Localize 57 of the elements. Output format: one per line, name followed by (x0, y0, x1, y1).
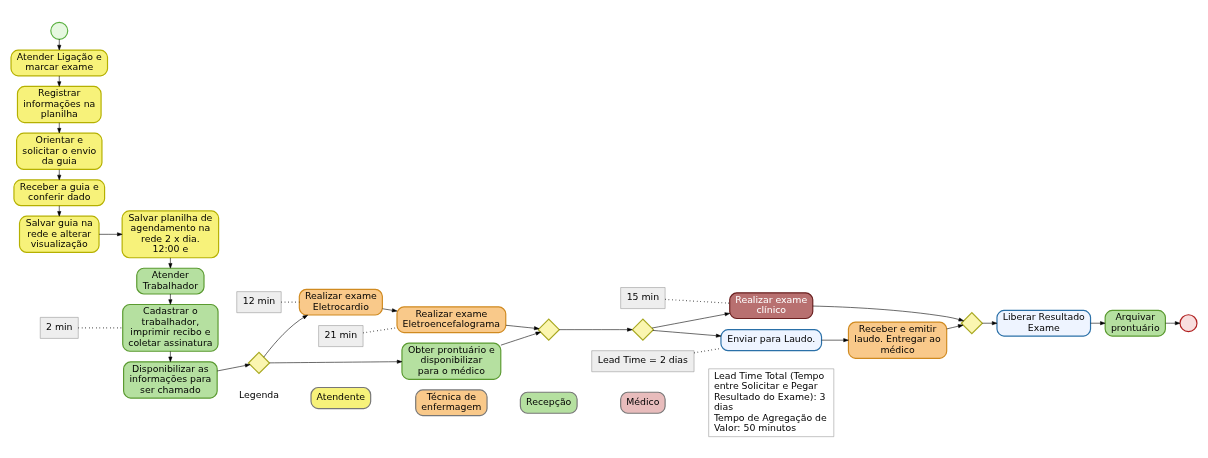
node-diamond (631, 317, 655, 341)
node-box: Salvar planilha de agendamento na rede 2 x dia. 12:00 e (121, 209, 220, 258)
arrow (98, 231, 123, 236)
node-box: Cadastrar o trabalhador, imprimir recibo e coletar assinatura (122, 303, 219, 352)
arrow (57, 75, 62, 87)
label: Tempo de Agregação de Valor: 50 minutos (713, 411, 827, 433)
node-box: Realizar exame clínico (729, 291, 814, 319)
arrow (57, 121, 62, 133)
node-box: Orientar e solicitar o envio da guia (16, 132, 103, 170)
arrow (216, 363, 251, 371)
legend-label: Recepção (526, 395, 572, 407)
arrow (500, 331, 541, 345)
arrow (1090, 320, 1106, 325)
node-box: Realizar exame Eletroencefalograma (396, 305, 507, 333)
node-box: Atender Trabalhador (136, 267, 205, 295)
legend-label: Médico (626, 395, 660, 407)
node-box: Receber a guia e conferir dado (13, 178, 106, 206)
arrow (1165, 320, 1181, 325)
legend-label: Atendente (316, 390, 366, 402)
node-circle (1179, 313, 1198, 332)
arrow (168, 257, 173, 268)
arrow (57, 168, 62, 180)
arrow (57, 38, 62, 50)
arrow (651, 311, 730, 328)
node-box: Salvar guia na rede e alterar visualização (18, 215, 100, 253)
legend-label: Técnica de enfermagem (421, 390, 482, 412)
arrow (812, 305, 964, 321)
arrow (946, 323, 964, 329)
node-box: 15 min (620, 286, 666, 309)
node-box: Registrar informações na planilha (16, 85, 102, 123)
node-box: Obter prontuário e disponibilizar para o médico (401, 342, 502, 380)
arrow (263, 314, 308, 357)
arrow (168, 293, 173, 305)
node-circle (50, 21, 69, 40)
node-box: Receber e emitir laudo. Entregar ao médico (847, 320, 948, 359)
node-diamond (247, 351, 271, 374)
arrow (269, 359, 403, 364)
node-box: Enviar para Laudo. (720, 328, 823, 351)
node-box: 21 min (318, 324, 364, 347)
arrow (57, 204, 62, 216)
arrow (168, 350, 173, 362)
node-box: 2 min (40, 316, 79, 339)
label: Lead Time Total (Tempo entre Solicitar e Pegar Resultado do Exame): 3 dias (713, 369, 826, 412)
arrow (559, 327, 633, 332)
label: Legenda (238, 388, 280, 400)
node-box: 12 min (236, 290, 282, 313)
arrow (982, 320, 998, 325)
node-box: Liberar Resultado Exame (996, 309, 1092, 337)
arrow (382, 307, 398, 312)
arrow (821, 337, 849, 342)
node-box: Atender Ligação e marcar exame (10, 49, 109, 76)
node-box: Realizar exame Eletrocardio (298, 288, 383, 316)
node-box: Disponibilizar as informações para ser chamado (123, 360, 218, 399)
arrow (652, 329, 722, 338)
node-box: Arquivar prontuário (1104, 309, 1166, 337)
node-box: Lead Time = 2 dias (591, 349, 695, 372)
arrow (505, 324, 540, 330)
